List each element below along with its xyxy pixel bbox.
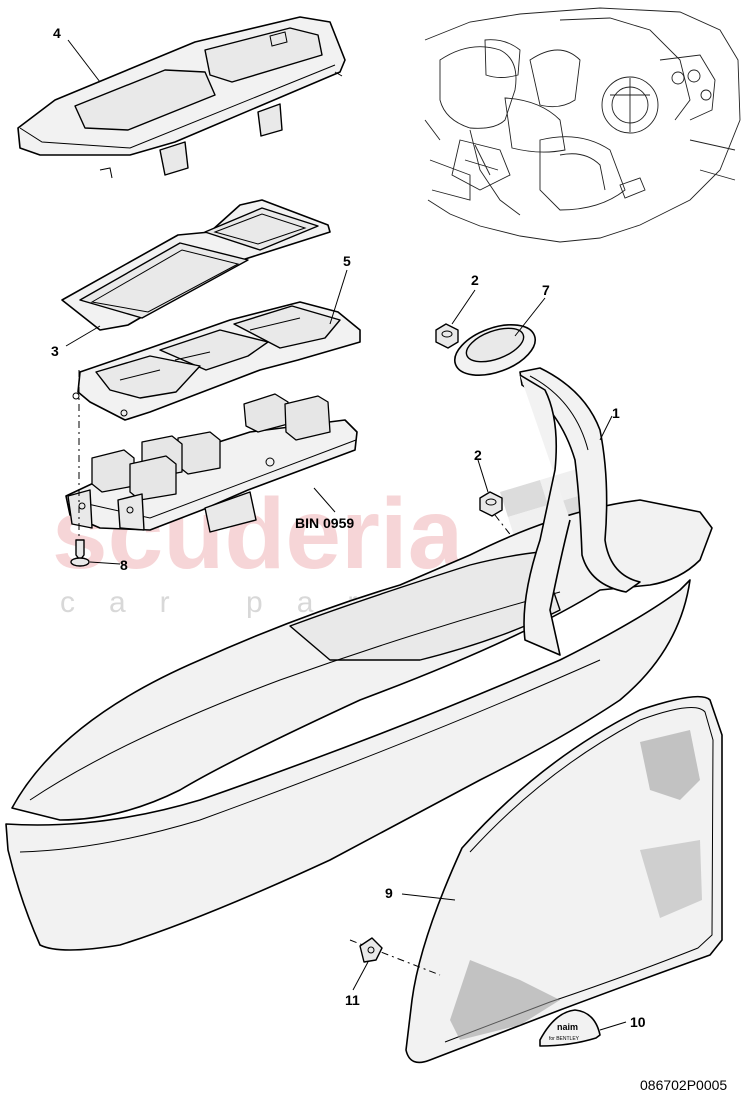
part-8-screw (70, 370, 90, 567)
grille-perforation-pattern (450, 730, 702, 1040)
callout-leader-lines (65, 39, 627, 1031)
callout-bin-number: BIN 0959 (295, 515, 354, 531)
part-10-naim-badge: naim for BENTLEY (539, 1009, 601, 1047)
part-7-grommet (454, 324, 536, 376)
callout-10: 10 (630, 1014, 646, 1030)
callout-7: 7 (542, 282, 550, 298)
part-5-switch-housing (72, 301, 361, 421)
badge-subtext: for BENTLEY (549, 1036, 580, 1042)
car-interior-location-view (424, 7, 741, 243)
callout-1: 1 (612, 405, 620, 421)
callout-2-upper: 2 (471, 272, 479, 288)
part-11-clip (359, 937, 383, 963)
callout-2-lower: 2 (474, 447, 482, 463)
callout-4: 4 (53, 25, 61, 41)
callout-5: 5 (343, 253, 351, 269)
part-4-top-cover (17, 16, 346, 179)
callout-9: 9 (385, 885, 393, 901)
part-9-speaker-grille (349, 695, 723, 1064)
window-switch-pack (65, 393, 358, 533)
part-1-console-armrest (5, 367, 713, 951)
callout-11: 11 (345, 992, 360, 1008)
callout-3: 3 (51, 343, 59, 359)
diagram-reference-number: 086702P0005 (640, 1077, 727, 1093)
part-3-bezel-frame (61, 199, 331, 331)
callout-8: 8 (120, 557, 128, 573)
callout-labels: 4 5 3 2 7 1 2 BIN 0959 8 9 11 10 (51, 25, 646, 1030)
badge-logo-text: naim (557, 1022, 578, 1032)
part-2-nut-upper (435, 323, 459, 349)
